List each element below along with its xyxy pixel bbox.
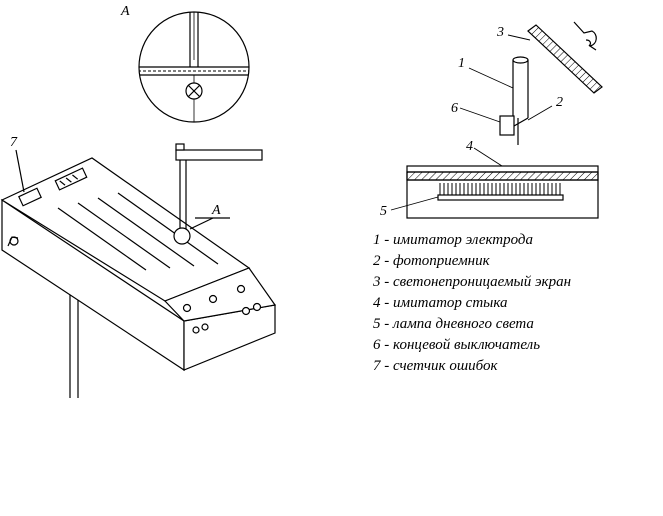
joint-simulator <box>406 171 599 181</box>
legend-item: 5 - лампа дневного света <box>373 316 534 332</box>
limit-switch <box>499 115 515 136</box>
control-knob <box>241 306 251 316</box>
error-counter <box>54 167 88 191</box>
control-knob <box>192 326 200 334</box>
daylight-lamp <box>437 194 564 201</box>
legend-item: 7 - счетчик ошибок <box>373 358 498 374</box>
legend: 1 - имитатор электрода 2 - фотоприемник … <box>373 230 571 377</box>
photoreceiver <box>513 117 529 127</box>
error-counter-display <box>18 187 42 207</box>
control-knob <box>236 284 246 294</box>
detail-a-marker <box>173 227 191 245</box>
callout-6: 6 <box>451 101 458 116</box>
callout-3: 3 <box>496 25 504 40</box>
control-knob <box>252 302 262 312</box>
control-knob <box>182 303 192 313</box>
electrode-holder-arm <box>175 149 263 161</box>
legend-item: 4 - имитатор стыка <box>373 295 508 311</box>
callout-5: 5 <box>380 204 387 219</box>
legend-item: 6 - концевой выключатель <box>373 337 541 353</box>
legend-item: 2 - фотоприемник <box>373 253 490 269</box>
observer-eye <box>573 21 597 51</box>
callout-1: 1 <box>458 56 465 71</box>
control-knob <box>201 323 209 331</box>
callout-2: 2 <box>556 95 563 110</box>
detail-view-label: A <box>120 4 130 19</box>
callout-7: 7 <box>10 135 18 150</box>
control-knob <box>208 294 218 304</box>
schematic: 3 1 6 2 4 5 <box>380 21 603 219</box>
detail-view-a: A <box>120 4 250 123</box>
apparatus: A 7 <box>0 135 277 398</box>
opaque-screen <box>527 24 603 94</box>
callout-4: 4 <box>466 139 473 154</box>
legend-item: 1 - имитатор электрода <box>373 232 534 248</box>
lamp-rays <box>439 183 561 195</box>
detail-a-label: A <box>211 203 221 218</box>
legend-item: 3 - светонепроницаемый экран <box>373 274 572 290</box>
